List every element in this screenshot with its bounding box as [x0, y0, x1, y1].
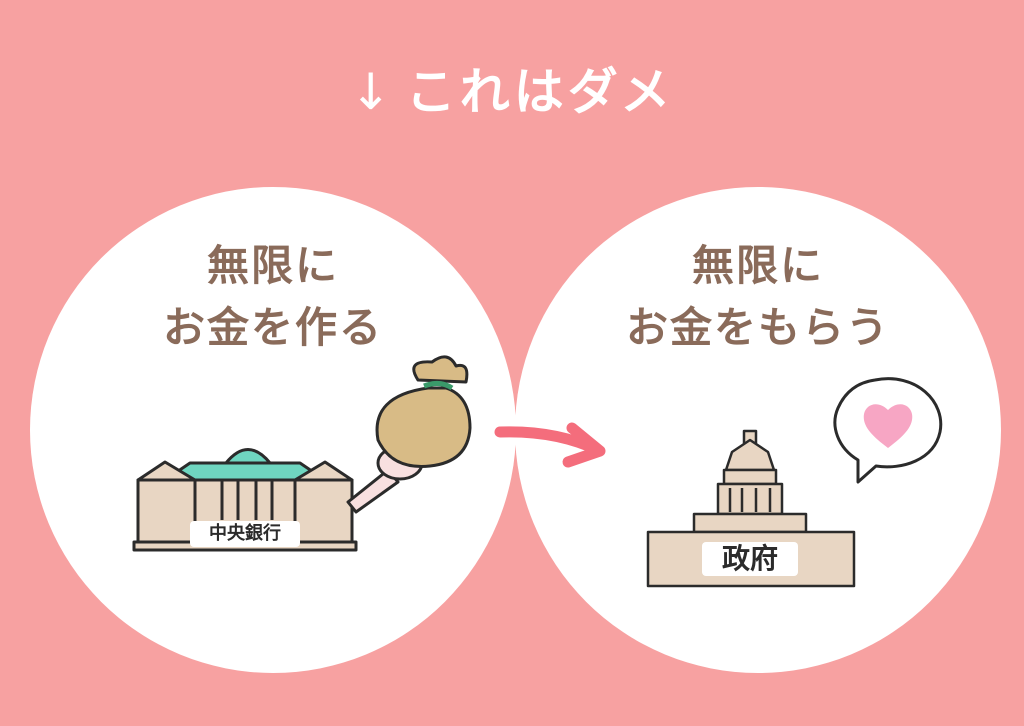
- left-caption-line1: 無限に: [206, 241, 339, 290]
- right-caption-line2: お金をもらう: [625, 303, 890, 352]
- right-caption-line1: 無限に: [691, 241, 824, 290]
- money-bag-icon: [375, 355, 472, 468]
- left-caption-line2: お金を作る: [162, 303, 383, 352]
- arrow-right-icon: [494, 422, 606, 468]
- central-bank-label: 中央銀行: [190, 521, 300, 547]
- headline: ↓これはダメ: [0, 52, 1024, 124]
- heart-icon: [863, 404, 913, 448]
- down-arrow-icon: ↓: [349, 63, 396, 121]
- speech-bubble-icon: [833, 377, 943, 484]
- headline-text: これはダメ: [405, 63, 675, 121]
- government-label: 政府: [702, 542, 798, 576]
